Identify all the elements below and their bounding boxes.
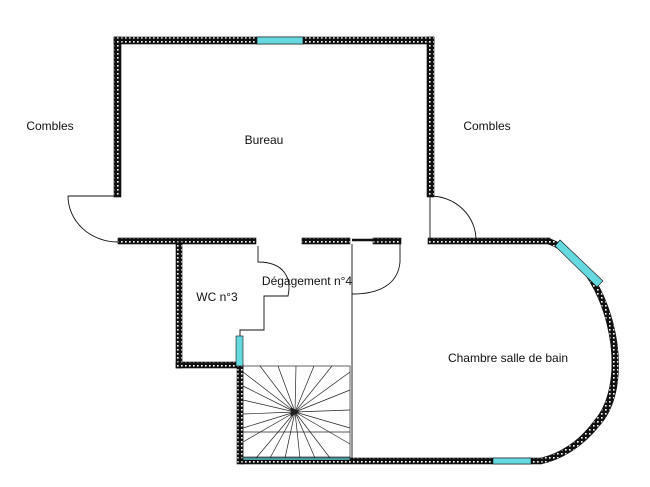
label-combles-right: Combles xyxy=(463,119,511,133)
label-chambre: Chambre salle de bain xyxy=(447,351,569,365)
stair-step xyxy=(294,371,351,413)
window-bureau xyxy=(256,36,304,45)
stair-step xyxy=(294,411,351,429)
stair-step xyxy=(294,411,331,459)
window-bottom xyxy=(492,457,532,465)
stair-box xyxy=(242,365,351,459)
door-swings xyxy=(67,195,477,458)
wall-wc-bottom xyxy=(175,361,243,369)
stair-step xyxy=(242,411,296,415)
label-wc: WC n°3 xyxy=(196,290,238,304)
door-arc-right xyxy=(429,195,477,241)
stair-step xyxy=(242,411,296,443)
label-combles-left: Combles xyxy=(26,119,74,133)
stair-step xyxy=(277,365,296,413)
stair-step xyxy=(242,385,296,413)
stair-step xyxy=(294,365,315,413)
wall-corridor-1 xyxy=(117,237,257,245)
wall-wc-left xyxy=(175,241,183,369)
wall-corridor-2 xyxy=(301,237,351,245)
stair-step xyxy=(269,411,296,459)
stair-step xyxy=(242,411,296,429)
wall-corridor-4 xyxy=(427,237,551,245)
windows xyxy=(235,36,604,465)
wall-chambre-curve xyxy=(540,237,619,465)
door-arc-degagement xyxy=(351,244,401,295)
stair-step xyxy=(259,365,296,413)
stair-step xyxy=(294,365,297,413)
stair-step xyxy=(294,411,316,459)
label-bureau: Bureau xyxy=(244,133,284,147)
stair-arrow-icon xyxy=(290,407,300,417)
stair-step xyxy=(294,411,351,445)
stair-step xyxy=(255,411,296,459)
stair-step xyxy=(242,399,296,413)
window-stair-base xyxy=(242,456,351,461)
wall-stair-left xyxy=(236,363,244,465)
door-arc-wc xyxy=(239,246,290,336)
door-arc-left xyxy=(67,195,119,243)
window-wc xyxy=(235,335,244,367)
wall-bureau-left xyxy=(113,36,122,198)
stair-step xyxy=(242,371,296,413)
stair-step xyxy=(294,411,301,459)
stair-step xyxy=(294,389,351,413)
wall-bureau-right xyxy=(426,36,435,198)
staircase xyxy=(242,365,351,459)
label-degagement: Dégagement n°4 xyxy=(261,274,353,288)
window-chambre xyxy=(554,239,604,288)
walls xyxy=(113,36,619,465)
stair-step xyxy=(294,365,333,413)
stair-step xyxy=(294,409,351,413)
stair-step xyxy=(284,411,296,459)
